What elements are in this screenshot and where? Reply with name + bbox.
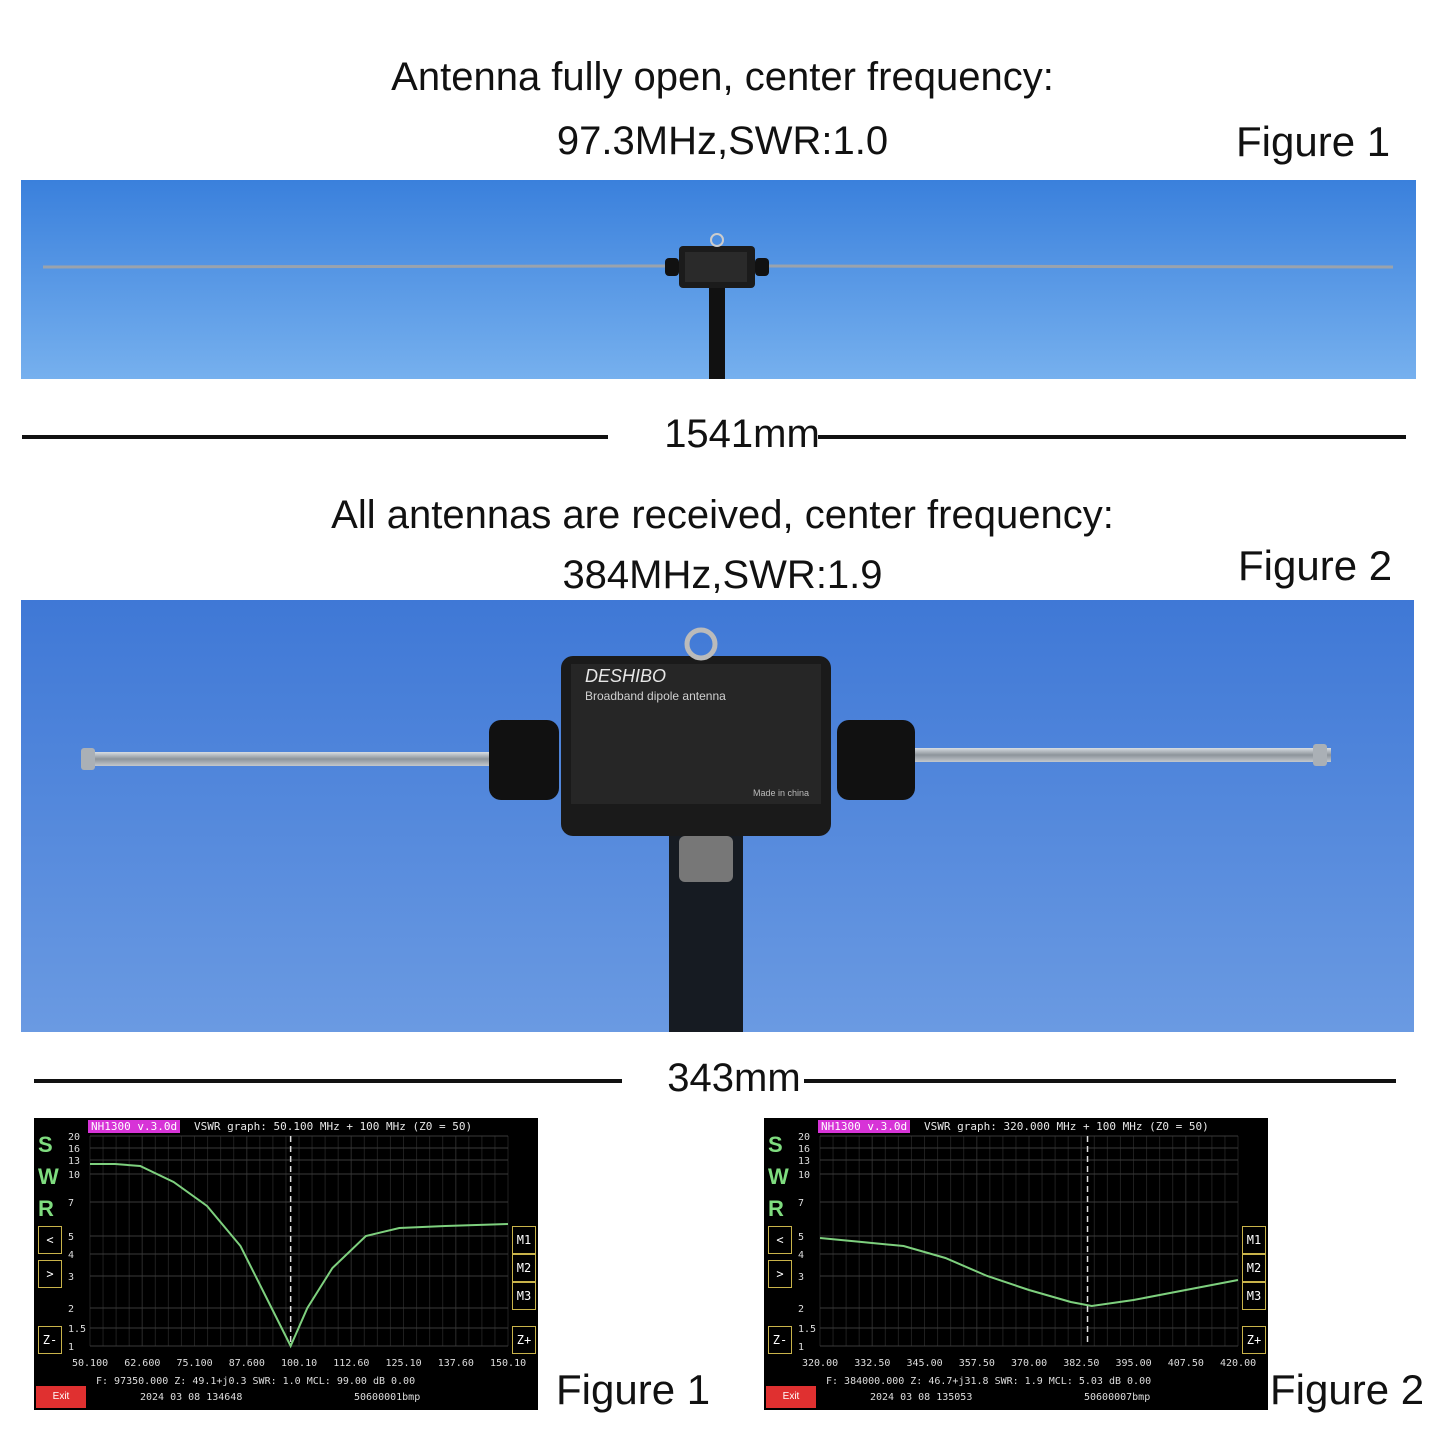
y-tick-label: 1	[798, 1342, 804, 1353]
y-tick-label: 5	[798, 1232, 804, 1243]
x-tick-label: 320.00	[802, 1358, 838, 1369]
y-tick-label: 16	[798, 1144, 810, 1155]
x-tick-label: 395.00	[1116, 1358, 1152, 1369]
zoom-out-button[interactable]: Z-	[38, 1326, 62, 1354]
figure2-photo: DESHIBO Broadband dipole antenna Made in…	[21, 600, 1414, 1032]
figure2-dimension: 343mm	[34, 1056, 1396, 1104]
swr-trace	[90, 1163, 509, 1349]
marker-m1-button[interactable]: M1	[1242, 1226, 1266, 1254]
y-tick-label: 16	[68, 1144, 80, 1155]
next-button[interactable]: >	[768, 1260, 792, 1288]
figure1-caption-line2: 97.3MHz,SWR:1.0	[556, 119, 889, 163]
x-tick-label: 75.100	[177, 1358, 213, 1369]
figure1-dimension-text: 1541mm	[664, 412, 820, 456]
y-tick-label: 5	[68, 1232, 74, 1243]
y-tick-label: 4	[798, 1250, 804, 1261]
swr-letter-r: R	[768, 1196, 784, 1221]
x-tick-label: 137.60	[438, 1358, 474, 1369]
y-tick-label: 2	[68, 1304, 74, 1315]
device-subtitle: Broadband dipole antenna	[585, 689, 726, 703]
x-tick-label: 112.60	[333, 1358, 369, 1369]
marker-m2-button[interactable]: M2	[512, 1254, 536, 1282]
figure2-caption-line1: All antennas are received, center freque…	[331, 493, 1114, 537]
swr-letter-w: W	[38, 1164, 59, 1189]
y-tick-label: 1.5	[68, 1324, 86, 1335]
x-tick-label: 407.50	[1168, 1358, 1204, 1369]
marker-m1-button[interactable]: M1	[512, 1226, 536, 1254]
analyzer-screen-2: NH1300 v.3.0d VSWR graph: 320.000 MHz + …	[764, 1118, 1268, 1410]
y-tick-label: 20	[798, 1132, 810, 1143]
exit-button[interactable]: Exit	[36, 1386, 86, 1408]
y-tick-label: 7	[798, 1198, 804, 1209]
x-tick-label: 87.600	[229, 1358, 265, 1369]
zoom-in-button[interactable]: Z+	[512, 1326, 536, 1354]
figure1-photo	[21, 180, 1416, 379]
y-tick-label: 1.5	[798, 1324, 816, 1335]
graph-header: VSWR graph: 320.000 MHz + 100 MHz (Z0 = …	[924, 1120, 1209, 1133]
figure2-dimension-text: 343mm	[667, 1056, 801, 1100]
version-badge: NH1300 v.3.0d	[818, 1120, 911, 1133]
graph-header: VSWR graph: 50.100 MHz + 100 MHz (Z0 = 5…	[194, 1120, 473, 1133]
x-tick-label: 332.50	[854, 1358, 890, 1369]
readout: F: 97350.000 Z: 49.1+j0.3 SWR: 1.0 MCL: …	[96, 1376, 416, 1387]
x-tick-label: 100.10	[281, 1358, 317, 1369]
x-tick-label: 62.600	[124, 1358, 160, 1369]
y-tick-label: 10	[798, 1170, 810, 1181]
prev-button[interactable]: <	[768, 1226, 792, 1254]
screen2-figure-label: Figure 2	[1270, 1366, 1425, 1413]
y-tick-label: 2	[798, 1304, 804, 1315]
swr-letter-s: S	[768, 1132, 783, 1157]
swr-trace	[819, 1237, 1239, 1308]
filename: 50600001bmp	[354, 1392, 421, 1403]
readout: F: 384000.000 Z: 46.7+j31.8 SWR: 1.9 MCL…	[826, 1376, 1152, 1387]
y-tick-label: 10	[68, 1170, 80, 1181]
swr-letter-s: S	[38, 1132, 53, 1157]
marker-m3-button[interactable]: M3	[1242, 1282, 1266, 1310]
y-tick-label: 13	[68, 1156, 80, 1167]
timestamp: 2024 03 08 135053	[870, 1392, 973, 1403]
screen1-figure-label: Figure 1	[556, 1366, 711, 1413]
figure1-dimension: 1541mm	[22, 412, 1406, 460]
y-tick-label: 1	[68, 1342, 74, 1353]
y-tick-label: 20	[68, 1132, 80, 1143]
zoom-out-button[interactable]: Z-	[768, 1326, 792, 1354]
marker-m3-button[interactable]: M3	[512, 1282, 536, 1310]
figure1-label: Figure 1	[1236, 118, 1391, 165]
x-tick-label: 345.00	[907, 1358, 943, 1369]
x-tick-label: 50.100	[72, 1358, 108, 1369]
dipole-retracted-illustration: DESHIBO Broadband dipole antenna Made in…	[21, 600, 1414, 1032]
figure2-label: Figure 2	[1238, 542, 1393, 589]
x-tick-label: 125.10	[386, 1358, 422, 1369]
device-footer: Made in china	[753, 788, 809, 798]
x-tick-label: 382.50	[1063, 1358, 1099, 1369]
figure1-caption-line1: Antenna fully open, center frequency:	[391, 55, 1054, 99]
figure2-caption-line2: 384MHz,SWR:1.9	[562, 553, 883, 597]
y-tick-label: 4	[68, 1250, 74, 1261]
marker-m2-button[interactable]: M2	[1242, 1254, 1266, 1282]
x-tick-label: 420.00	[1220, 1358, 1256, 1369]
prev-button[interactable]: <	[38, 1226, 62, 1254]
y-tick-label: 3	[68, 1272, 74, 1283]
swr-letter-w: W	[768, 1164, 789, 1189]
timestamp: 2024 03 08 134648	[140, 1392, 243, 1403]
x-tick-label: 370.00	[1011, 1358, 1047, 1369]
x-tick-label: 357.50	[959, 1358, 995, 1369]
y-tick-label: 13	[798, 1156, 810, 1167]
device-brand: DESHIBO	[585, 666, 666, 686]
y-tick-label: 3	[798, 1272, 804, 1283]
exit-button[interactable]: Exit	[766, 1386, 816, 1408]
x-tick-label: 150.10	[490, 1358, 526, 1369]
swr-letter-r: R	[38, 1196, 54, 1221]
filename: 50600007bmp	[1084, 1392, 1151, 1403]
analyzer-screen-1: NH1300 v.3.0d VSWR graph: 50.100 MHz + 1…	[34, 1118, 538, 1410]
version-badge: NH1300 v.3.0d	[88, 1120, 181, 1133]
dipole-open-illustration	[21, 180, 1416, 379]
zoom-in-button[interactable]: Z+	[1242, 1326, 1266, 1354]
next-button[interactable]: >	[38, 1260, 62, 1288]
y-tick-label: 7	[68, 1198, 74, 1209]
